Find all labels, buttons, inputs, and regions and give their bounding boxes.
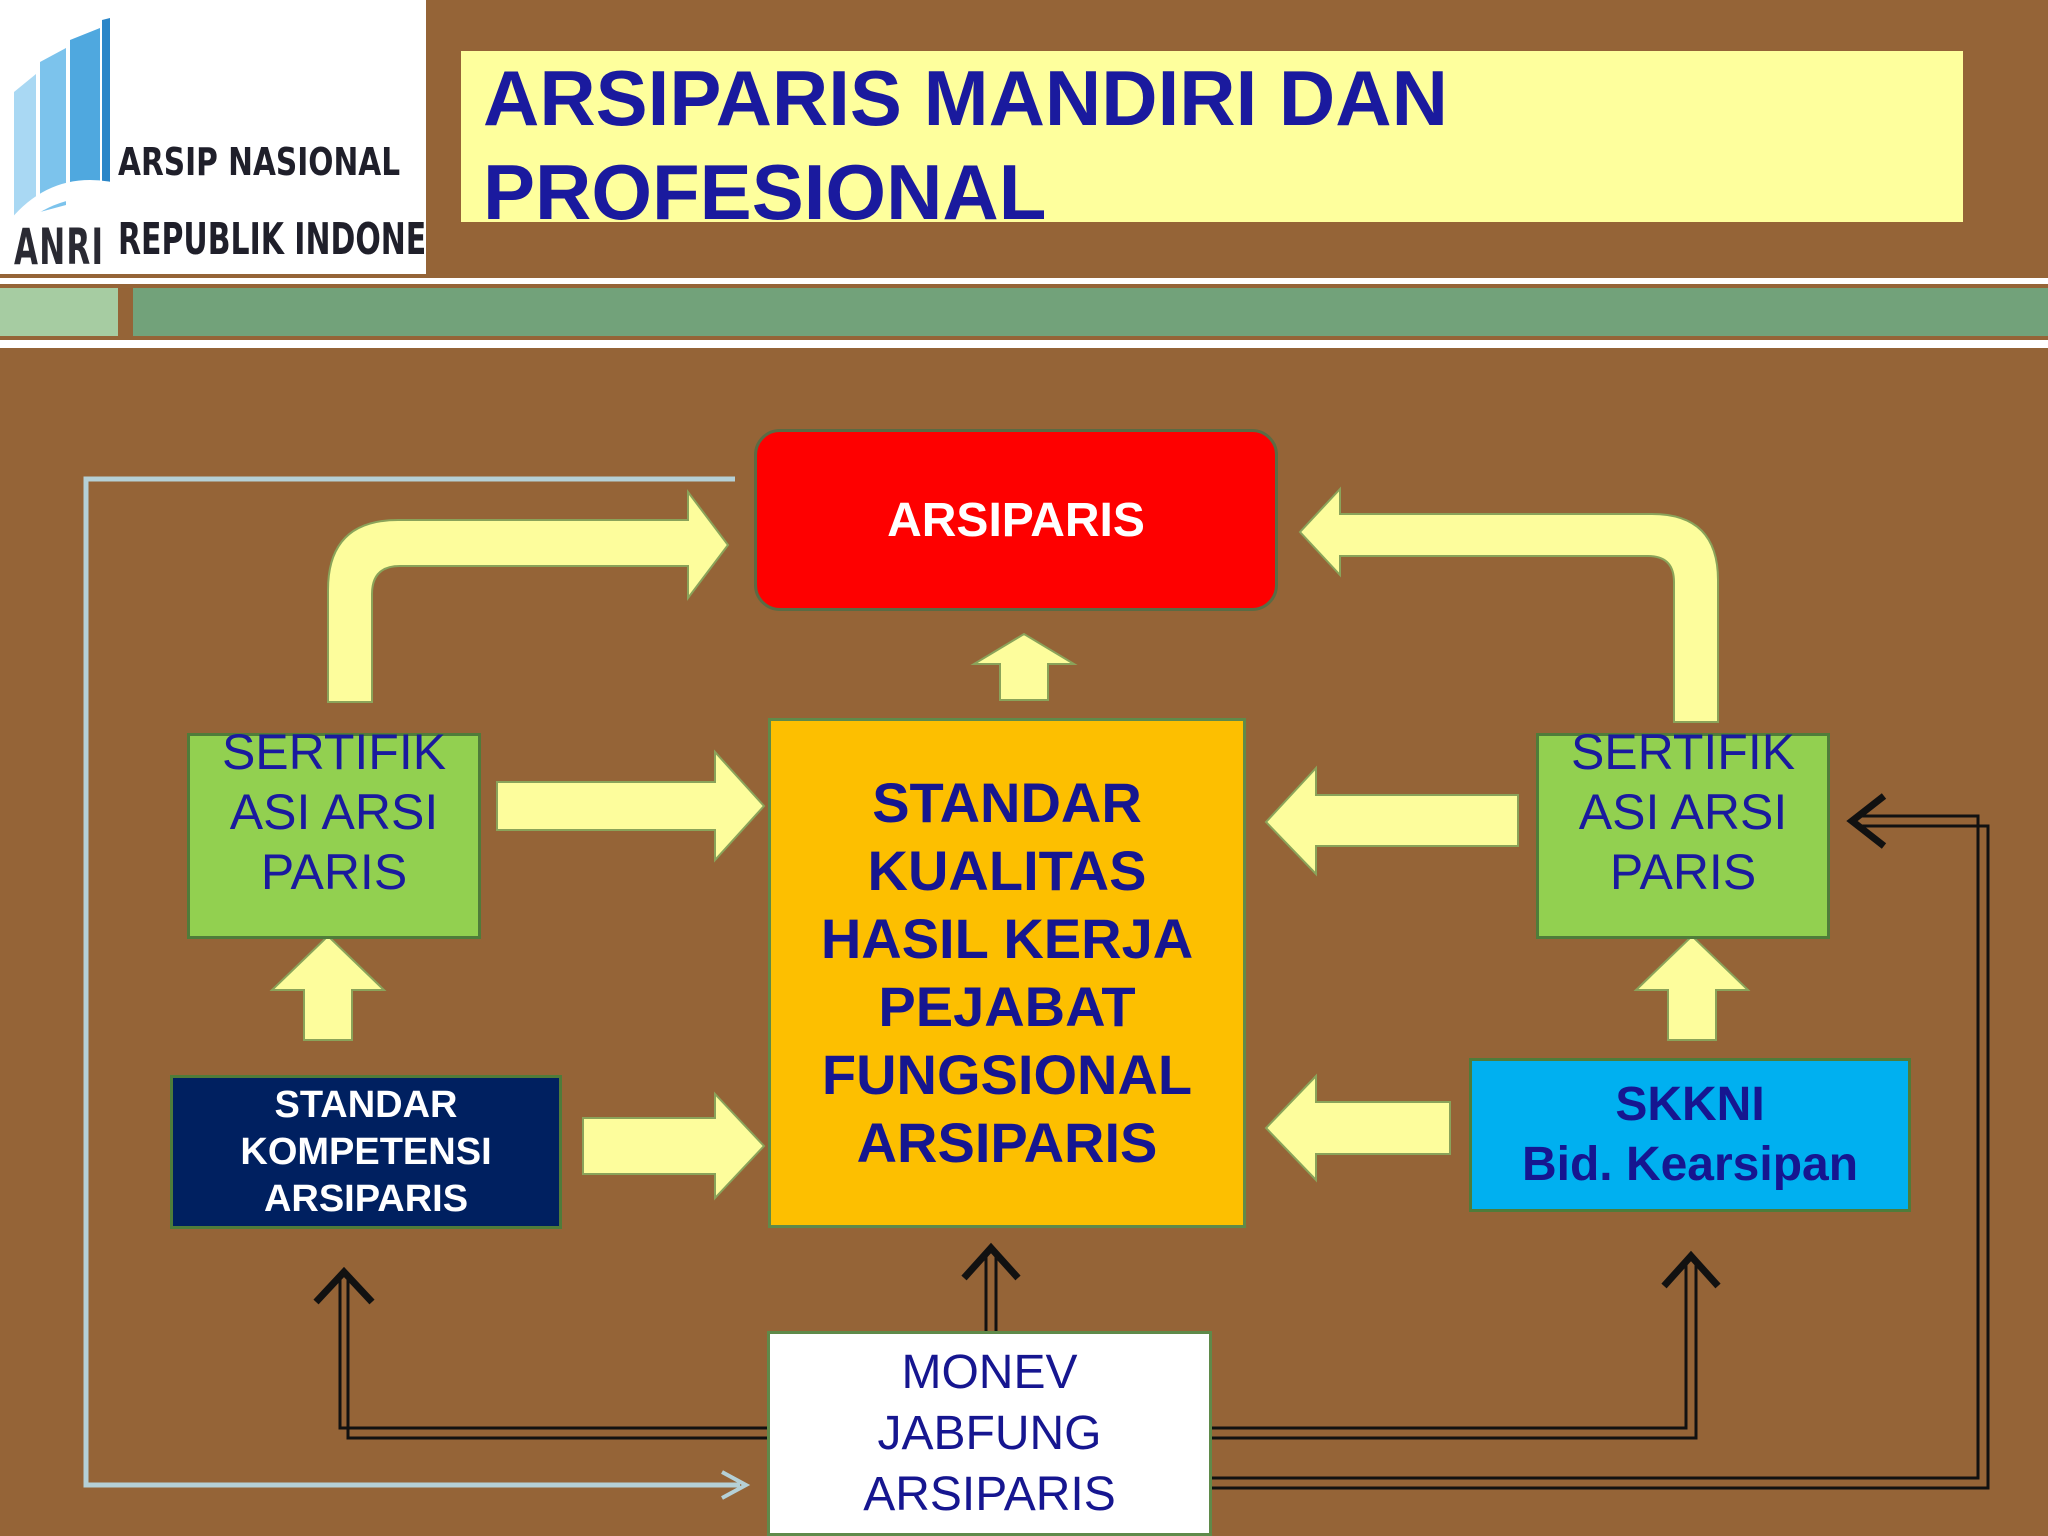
curved-arrow-right <box>1298 486 1719 723</box>
anri-logo-mark-icon <box>10 18 140 238</box>
skkni-line-1: SKKNI <box>1615 1078 1765 1131</box>
feedback-line-left <box>83 476 751 1500</box>
skkni-line-2: Bid. Kearsipan <box>1521 1138 1859 1191</box>
band-left <box>0 288 118 336</box>
sertifikasi-left-label: SERTIFIKASI ARSIPARIS <box>221 724 447 900</box>
title-box: ARSIPARIS MANDIRI DAN PROFESIONAL <box>461 51 1963 236</box>
standar-kompetensi-line-2: KOMPETENSI <box>240 1130 492 1173</box>
arsiparis-box: ARSIPARIS <box>754 429 1278 611</box>
skkni-box: SKKNI Bid. Kearsipan <box>1469 1058 1911 1212</box>
sertifikasi-right-box: SERTIFIKASI ARSIPARIS <box>1536 724 1830 939</box>
monev-box: MONEV JABFUNG ARSIPARIS <box>767 1331 1212 1536</box>
standar-kualitas-line-2: KUALITAS <box>867 839 1147 902</box>
logo-line-2: REPUBLIK INDONESIA <box>118 214 426 265</box>
right-arrow-kompetensi <box>582 1091 766 1201</box>
standar-kompetensi-box: STANDAR KOMPETENSI ARSIPARIS <box>170 1075 562 1229</box>
right-arrow-sert-left <box>496 749 766 863</box>
standar-kualitas-line-4: PEJABAT <box>878 975 1136 1038</box>
divider-bottom <box>0 340 2048 348</box>
monev-line-3: ARSIPARIS <box>863 1468 1116 1521</box>
monev-connectors <box>313 793 1990 1490</box>
up-arrow-skkni <box>1633 934 1751 1041</box>
logo-panel: ARSIP NASIONAL REPUBLIK INDONESIA ANRI <box>0 0 426 274</box>
logo-line-1: ARSIP NASIONAL <box>118 140 401 184</box>
monev-line-1: MONEV <box>901 1346 1078 1399</box>
curved-arrow-left <box>327 489 730 703</box>
standar-kualitas-box: STANDAR KUALITAS HASIL KERJA PEJABAT FUN… <box>768 718 1246 1228</box>
standar-kompetensi-line-3: ARSIPARIS <box>263 1177 469 1220</box>
standar-kualitas-line-3: HASIL KERJA <box>820 907 1194 970</box>
standar-kualitas-line-1: STANDAR <box>872 771 1142 834</box>
arsiparis-label: ARSIPARIS <box>887 493 1145 547</box>
left-arrow-skkni <box>1264 1073 1451 1183</box>
logo-anri-mark: ANRI <box>14 218 105 274</box>
divider-top <box>0 278 2048 284</box>
up-arrow-kompetensi <box>269 934 387 1041</box>
left-arrow-sert-right <box>1264 765 1519 877</box>
standar-kualitas-line-6: ARSIPARIS <box>856 1111 1158 1174</box>
band-right <box>133 288 2048 336</box>
standar-kualitas-line-5: FUNGSIONAL <box>821 1043 1193 1106</box>
standar-kompetensi-line-1: STANDAR <box>274 1083 458 1126</box>
up-arrow-center <box>970 632 1078 701</box>
sertifikasi-right-label: SERTIFIKASI ARSIPARIS <box>1570 724 1796 900</box>
title-line-1: ARSIPARIS MANDIRI DAN <box>483 54 1448 142</box>
monev-line-2: JABFUNG <box>877 1407 1102 1460</box>
title-line-2: PROFESIONAL <box>483 148 1047 236</box>
sertifikasi-left-box: SERTIFIKASI ARSIPARIS <box>187 724 481 939</box>
page-title: ARSIPARIS MANDIRI DAN PROFESIONAL <box>483 51 1963 239</box>
